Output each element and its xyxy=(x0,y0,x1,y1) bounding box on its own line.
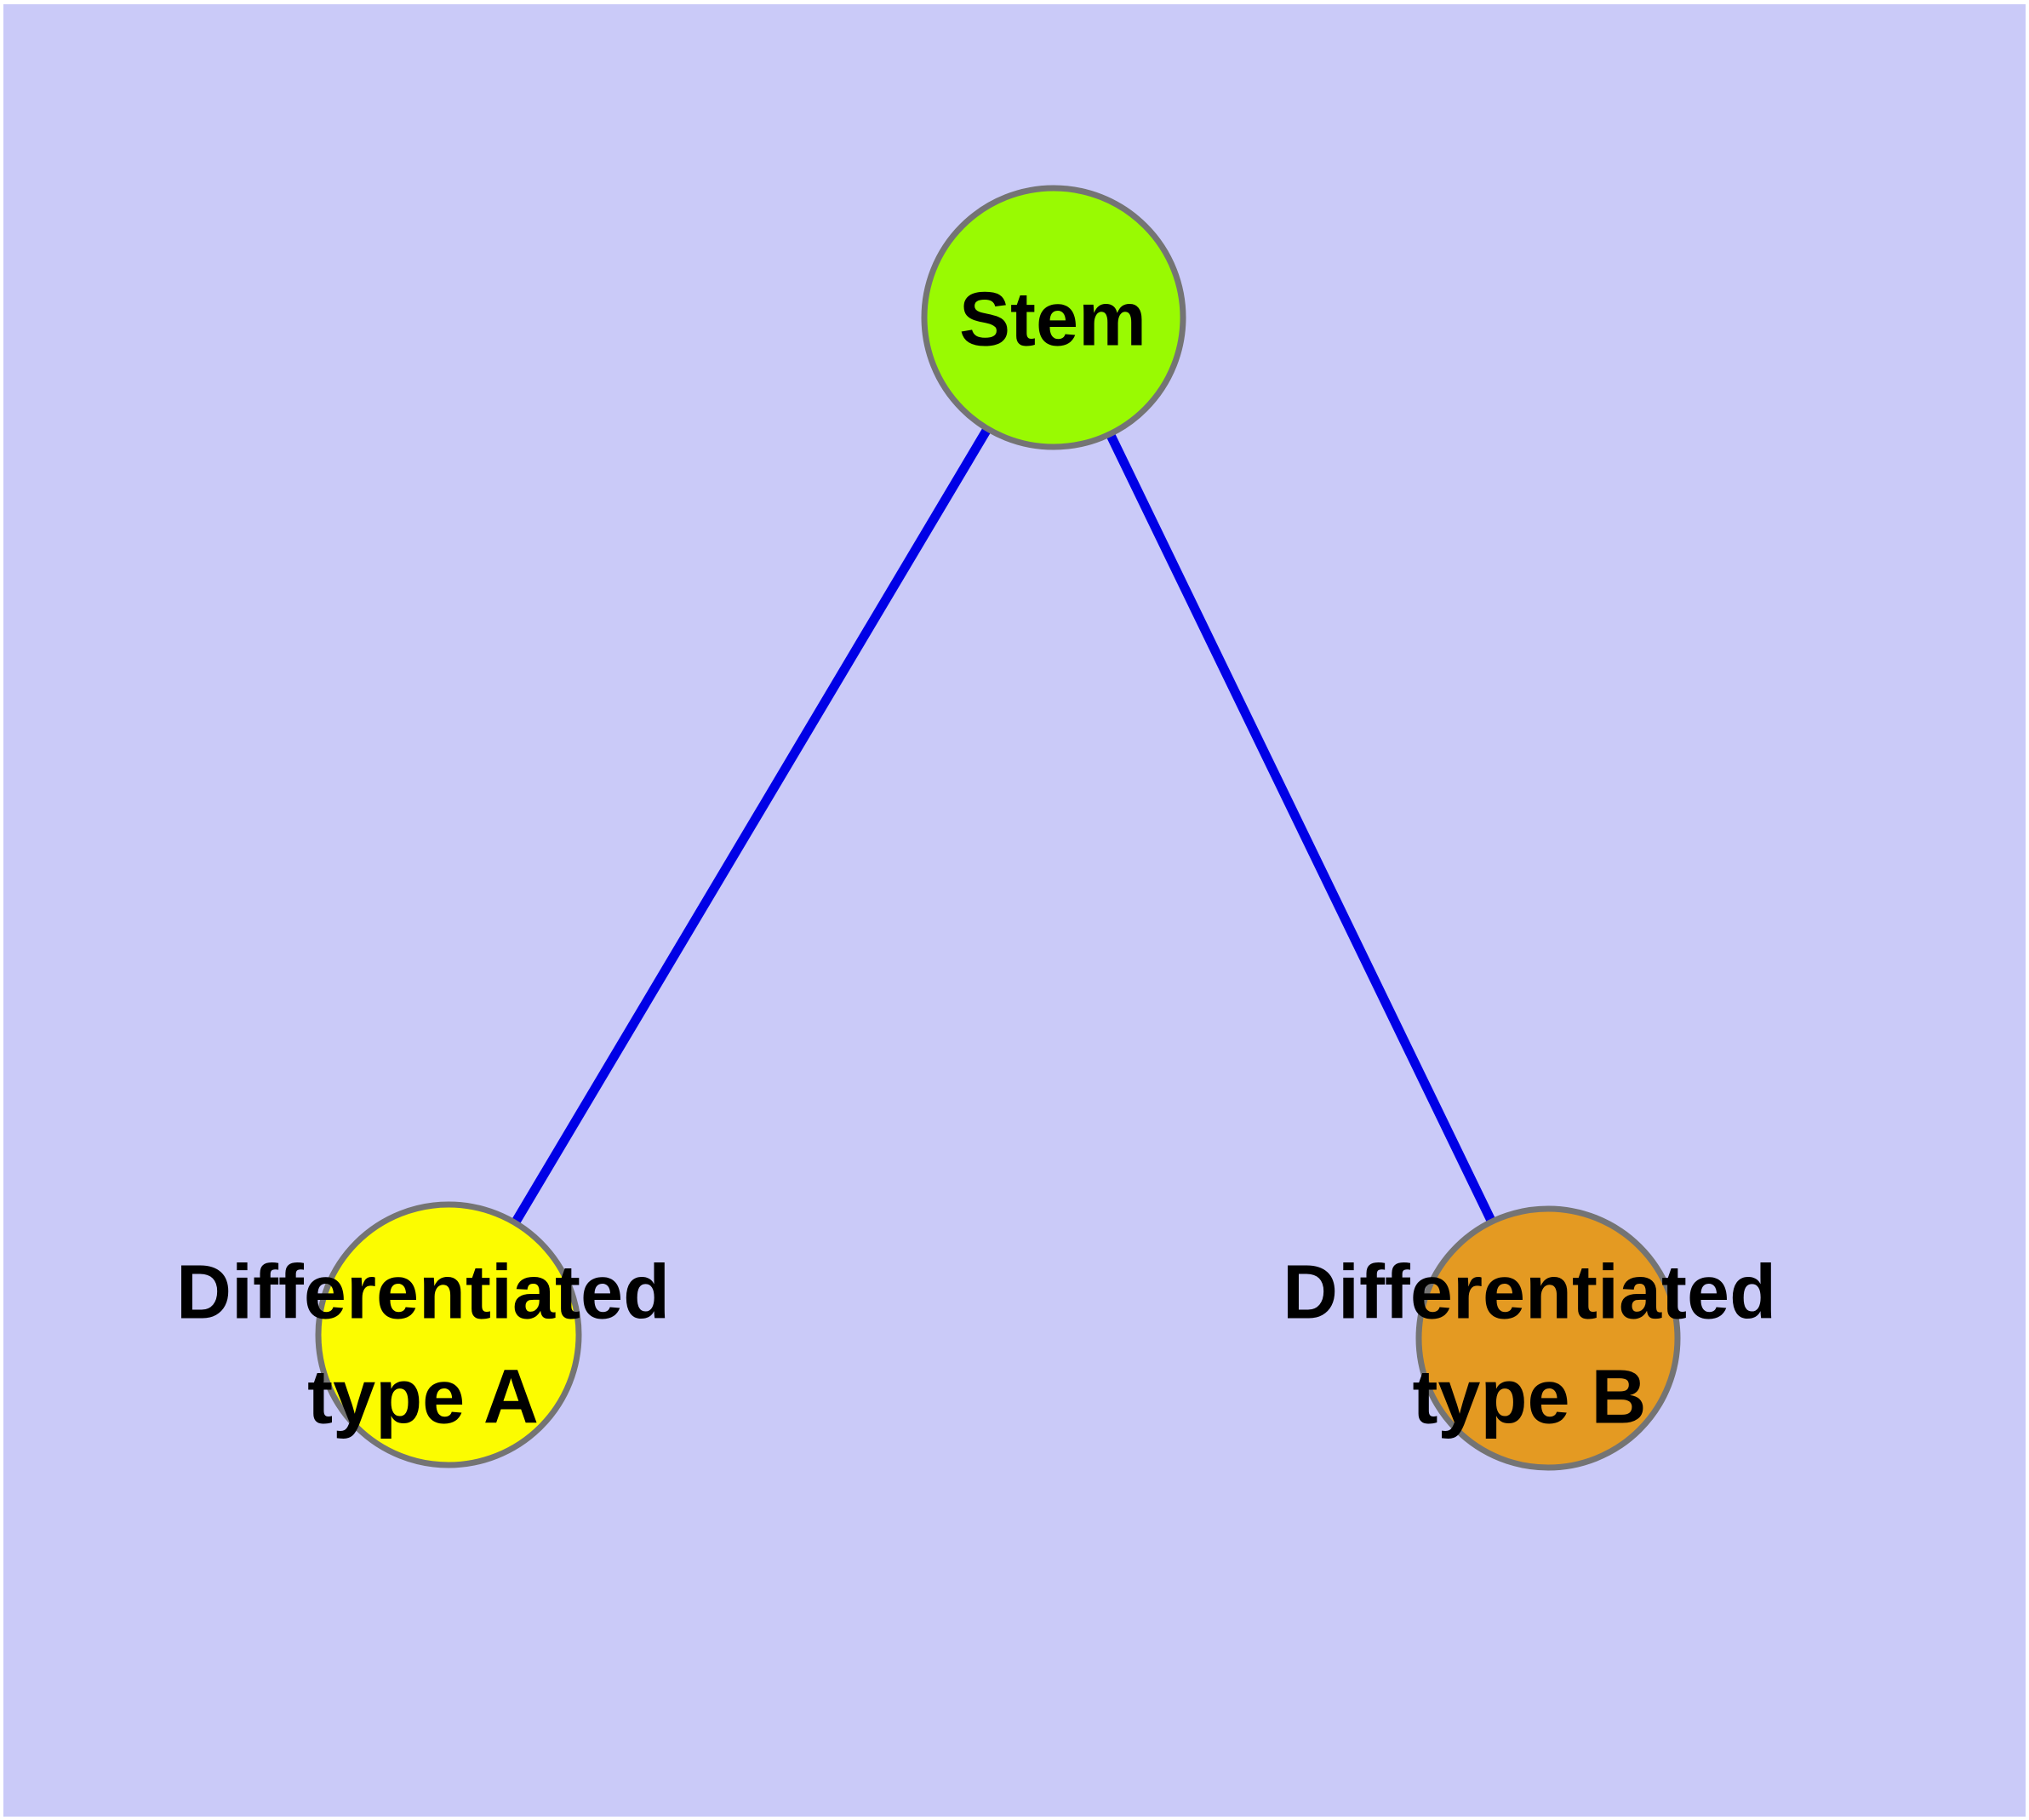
edge-stem-to-type-b xyxy=(1049,315,1552,1341)
node-type-b-circle xyxy=(1415,1205,1681,1471)
node-stem-circle xyxy=(921,185,1186,450)
edge-stem-to-type-a xyxy=(444,315,1058,1337)
node-type-a-circle xyxy=(315,1201,582,1468)
